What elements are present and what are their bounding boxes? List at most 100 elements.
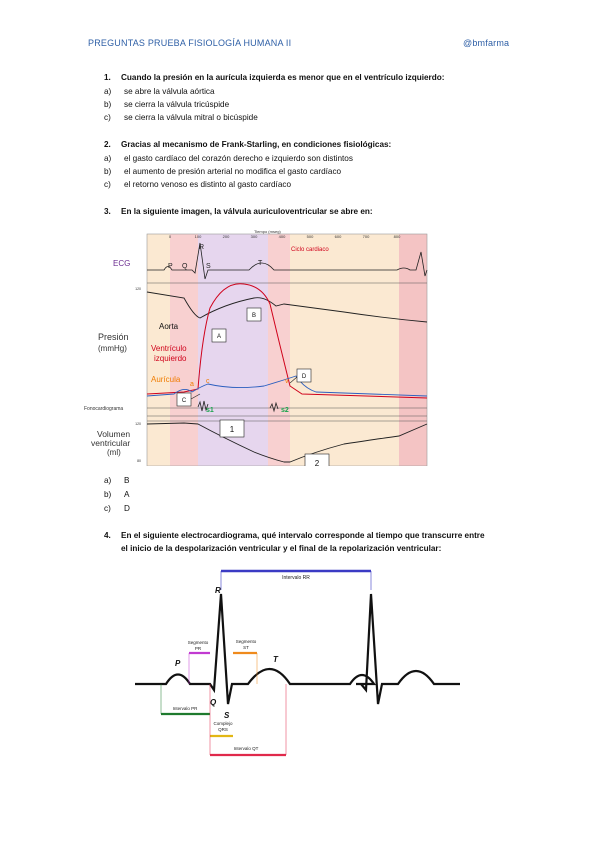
question-number: 3. xyxy=(104,207,111,216)
s2-waveform xyxy=(269,401,279,413)
pressure-units: (mmHg) xyxy=(98,344,127,353)
wave-P: P xyxy=(175,659,181,668)
option-text: el retorno venoso es distinto al gasto c… xyxy=(124,180,292,189)
tick-label: 700 xyxy=(363,234,370,239)
tick-label: 400 xyxy=(279,234,286,239)
atrial-wave-a: a xyxy=(190,381,194,388)
option-letter: b) xyxy=(104,490,112,499)
tick-label: 0 xyxy=(169,234,172,239)
q2-option-a[interactable]: a) el gasto cardíaco del corazón derecho … xyxy=(104,152,353,165)
tick-label: 600 xyxy=(335,234,342,239)
question-3: 3. En la siguiente imagen, la válvula aur… xyxy=(104,205,373,218)
option-letter: a) xyxy=(104,476,112,485)
option-text: se abre la válvula aórtica xyxy=(124,87,215,96)
box-2 xyxy=(304,453,330,466)
ventricle-label-2: izquierdo xyxy=(154,354,187,363)
qrs-complex-label: Complejo xyxy=(213,721,233,726)
y-tick: 80 xyxy=(137,459,141,463)
option-letter: c) xyxy=(104,180,111,189)
q3-option-c[interactable]: c)D xyxy=(104,502,130,515)
atrium-label: Aurícula xyxy=(151,375,181,384)
wave-R: R xyxy=(215,586,221,595)
ecg-trace xyxy=(135,593,460,705)
isovolumetric-contraction-band xyxy=(170,234,198,466)
question-text: En el siguiente electrocardiograma, qué … xyxy=(121,531,485,540)
q2-option-c[interactable]: c) el retorno venoso es distinto al gasto… xyxy=(104,178,291,191)
question-text: Gracias al mecanismo de Frank-Starling, … xyxy=(121,140,392,149)
ecg-wave-R: R xyxy=(199,244,204,251)
question-text: En la siguiente imagen, la válvula auric… xyxy=(121,207,373,216)
ecg-trace xyxy=(147,242,428,280)
option-letter: b) xyxy=(104,167,112,176)
tick-label: 800 xyxy=(394,234,401,239)
s1-waveform xyxy=(197,400,209,412)
ventricular-pressure-curve xyxy=(146,283,428,399)
box-D xyxy=(296,368,312,383)
wave-S: S xyxy=(224,711,230,720)
volume-units: (ml) xyxy=(107,448,121,457)
atrial-wave-v: v xyxy=(285,378,289,385)
box-A-label: A xyxy=(217,334,221,340)
cardiac-cycle-label: Ciclo cardiaco xyxy=(291,247,329,253)
option-text: A xyxy=(124,490,130,499)
st-segment-label: Segmento xyxy=(236,639,257,644)
aorta-label: Aorta xyxy=(159,322,179,331)
option-letter: c) xyxy=(104,113,111,122)
ecg-wave-P: P xyxy=(168,263,173,270)
wiggers-diagram: Tiempo (mseg) 0 100 200 300 400 500 600 … xyxy=(84,229,428,466)
ecg-wave-T: T xyxy=(258,260,263,267)
box-1 xyxy=(219,419,245,438)
wave-T: T xyxy=(273,655,279,664)
option-text: el aumento de presión arterial no modifi… xyxy=(124,167,342,176)
rr-interval-label: Intervalo RR xyxy=(282,575,310,581)
y-tick: 120 xyxy=(135,422,141,426)
option-text: se cierra la válvula mitral o bicúspide xyxy=(124,113,258,122)
option-text: B xyxy=(124,476,130,485)
qrs-complex-label-2: QRS xyxy=(218,727,228,732)
atrial-wave-c: c xyxy=(206,378,210,385)
ecg-wave-S: S xyxy=(206,263,211,270)
doc-header-handle: @bmfarma xyxy=(463,38,510,48)
option-text: D xyxy=(124,504,130,513)
option-text: el gasto cardíaco del corazón derecho e … xyxy=(124,154,353,163)
isovolumetric-relaxation-band xyxy=(268,234,290,466)
question-4-line-2: el inicio de la despolarización ventricu… xyxy=(121,544,442,553)
pr-segment-label: Segmento xyxy=(188,640,209,645)
ecg-intervals-diagram: Intervalo RR P R Q S T Segmento PR Segme… xyxy=(135,569,460,757)
tick-label: 200 xyxy=(223,234,230,239)
s1-label: s1 xyxy=(206,407,214,414)
q1-option-b[interactable]: b)se cierra la válvula tricúspide xyxy=(104,98,229,111)
q3-option-b[interactable]: b) A xyxy=(104,488,129,501)
tick-label: 100 xyxy=(195,234,202,239)
volume-label-2: ventricular xyxy=(91,438,130,448)
tick-label: 300 xyxy=(251,234,258,239)
box-C xyxy=(176,392,192,407)
q3-option-a[interactable]: a) B xyxy=(104,474,129,487)
qt-interval-label: Intervalo QT xyxy=(234,746,259,751)
question-4: 4. En el siguiente electrocardiograma, qu… xyxy=(104,529,485,542)
option-text: se cierra la válvula tricúspide xyxy=(124,100,230,109)
box-1-label: 1 xyxy=(230,425,235,434)
ecg-label: ECG xyxy=(113,259,130,268)
doc-header-title: PREGUNTAS PRUEBA FISIOLOGÍA HUMANA II xyxy=(88,38,292,48)
q1-option-a[interactable]: a)se abre la válvula aórtica xyxy=(104,85,215,98)
box-B xyxy=(246,307,262,322)
q2-option-b[interactable]: b) el aumento de presión arterial no modi… xyxy=(104,165,341,178)
question-number: 4. xyxy=(104,531,111,540)
ecg-wave-Q: Q xyxy=(182,263,188,270)
volume-curve xyxy=(146,422,428,463)
pr-segment-label-2: PR xyxy=(195,646,202,651)
option-letter: a) xyxy=(104,154,112,163)
q1-option-c[interactable]: c) se cierra la válvula mitral o bicúspid… xyxy=(104,111,258,124)
pr-interval-label: Intervalo PR xyxy=(173,706,199,711)
pressure-label: Presión xyxy=(98,332,129,342)
volume-label: Volumen xyxy=(97,429,130,439)
box-A xyxy=(211,328,227,343)
question-text: Cuando la presión en la aurícula izquier… xyxy=(121,73,445,82)
st-segment-label-2: ST xyxy=(243,645,249,650)
wave-Q: Q xyxy=(210,698,217,707)
s2-label: s2 xyxy=(281,407,289,414)
question-2: 2.Gracias al mecanismo de Frank-Starling… xyxy=(104,138,391,151)
box-D-label: D xyxy=(302,374,307,380)
time-axis-label: Tiempo (mseg) xyxy=(254,229,281,234)
